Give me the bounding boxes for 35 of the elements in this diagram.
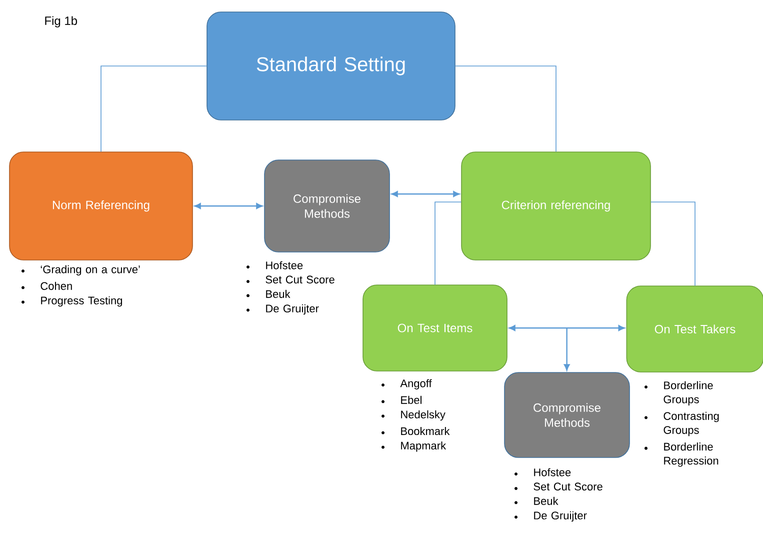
arrow [508, 325, 625, 331]
list-item: Nedelsky [401, 410, 446, 421]
list-item: Mapmark [401, 441, 446, 452]
list-item: Beuk [534, 496, 558, 505]
list-item: Bookmark [401, 426, 450, 436]
connector-line [455, 66, 556, 152]
process-box: Criterion referencing [461, 152, 651, 260]
list-item: Set Cut Score [534, 482, 602, 490]
process-box: On Test Takers [626, 286, 763, 372]
process-box: Standard Setting [206, 12, 456, 120]
process-box: Compromise Methods [504, 372, 630, 458]
connector-line [650, 202, 696, 286]
arrow [194, 203, 263, 209]
list-item: Borderline Groups [664, 381, 713, 406]
process-box: On Test Items [362, 284, 508, 372]
connector-line [434, 202, 462, 285]
list-item: De Gruijter [266, 304, 319, 315]
connector-line [100, 66, 207, 152]
process-box: Norm Referencing [9, 152, 193, 260]
list-item: Borderline Regression [664, 442, 718, 467]
list-item: Cohen [40, 282, 72, 290]
list-item: Contrasting Groups [664, 412, 719, 436]
figure-label: Fig 1b [45, 16, 78, 28]
list-item: Beuk [266, 290, 290, 298]
list-item: De Gruijter [534, 511, 587, 522]
list-item: Progress Testing [41, 296, 122, 307]
list-item: Set Cut Score [266, 276, 334, 284]
list-item: Angoff [400, 379, 432, 390]
process-box: Compromise Methods [264, 160, 390, 252]
list-item: Hofstee [534, 468, 571, 476]
list-item: Hofstee [266, 261, 303, 270]
arrow [564, 328, 570, 371]
list-item: Ebel [401, 396, 422, 404]
list-item: ‘Grading on a curve’ [40, 265, 140, 276]
arrow [391, 191, 460, 197]
